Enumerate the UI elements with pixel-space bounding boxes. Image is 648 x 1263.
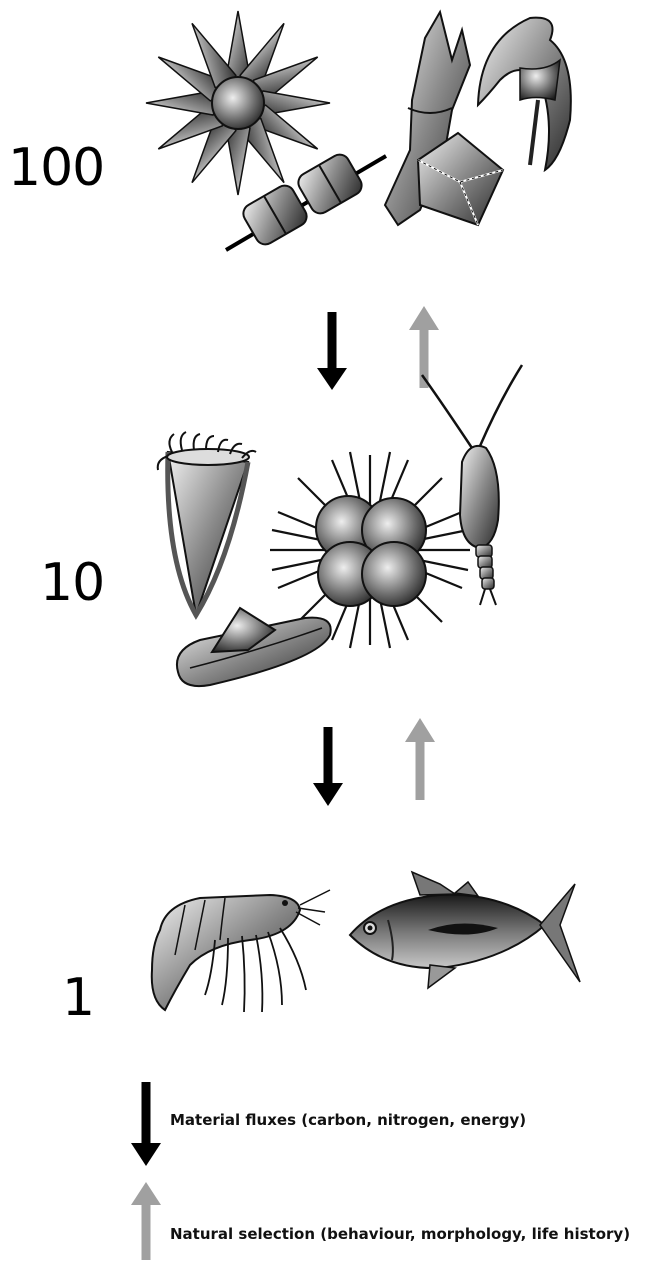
copepod-icon bbox=[422, 365, 522, 605]
material-flux-arrow-upper bbox=[317, 312, 347, 390]
level-label-1: 1 bbox=[62, 968, 94, 1028]
legend-material-fluxes-label: Material fluxes (carbon, nitrogen, energ… bbox=[170, 1111, 526, 1129]
tuna-icon bbox=[350, 872, 580, 988]
horned-dinoflagellate-icon bbox=[478, 18, 571, 170]
level-label-100: 100 bbox=[8, 138, 104, 198]
material-flux-arrow-lower bbox=[313, 727, 343, 806]
foraminifer-icon bbox=[177, 608, 331, 686]
chain-diatom-icon bbox=[226, 151, 386, 250]
legend-natural-selection-arrow bbox=[131, 1182, 161, 1260]
tintinnid-icon bbox=[158, 432, 256, 615]
star-diatom-icon bbox=[146, 11, 330, 195]
legend-material-flux-arrow bbox=[131, 1082, 161, 1166]
legend-natural-selection-label: Natural selection (behaviour, morphology… bbox=[170, 1225, 630, 1243]
level-label-10: 10 bbox=[40, 553, 104, 613]
natural-selection-arrow-lower bbox=[405, 718, 435, 800]
shrimp-icon bbox=[152, 890, 330, 1012]
